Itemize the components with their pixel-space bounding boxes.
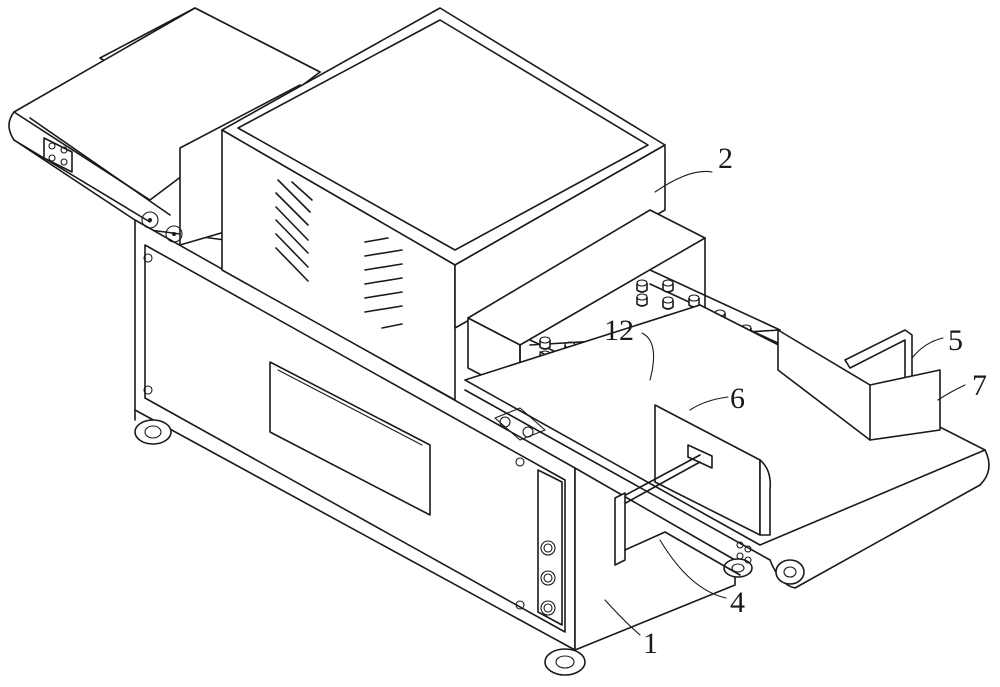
guide-handle (687, 444, 713, 469)
vent-slots-horizontal (364, 237, 403, 329)
callout-2: 2 (718, 142, 733, 175)
nozzle (662, 279, 674, 293)
nozzle (662, 296, 674, 310)
main-housing (179, 7, 666, 401)
conveyor-connectors-left (141, 211, 183, 243)
nozzle (539, 336, 551, 350)
vent-slots-diagonal (275, 179, 313, 282)
nozzle (636, 279, 648, 293)
callout-7: 7 (972, 369, 987, 402)
control-button-1 (540, 540, 556, 556)
callout-5: 5 (948, 324, 963, 357)
curved-shield (777, 329, 941, 441)
caster-wheels (134, 409, 753, 676)
control-button-3 (540, 600, 556, 616)
output-conveyor (464, 304, 990, 589)
callout-12: 12 (604, 314, 634, 347)
callout-6: 6 (730, 382, 745, 415)
nozzle (636, 293, 648, 307)
inspection-window (269, 361, 431, 516)
leader-lines (604, 170, 966, 636)
callout-1: 1 (643, 627, 658, 660)
guide-plate (614, 404, 772, 576)
control-button-2 (540, 570, 556, 586)
control-panel (537, 469, 563, 626)
callout-4: 4 (730, 586, 745, 619)
